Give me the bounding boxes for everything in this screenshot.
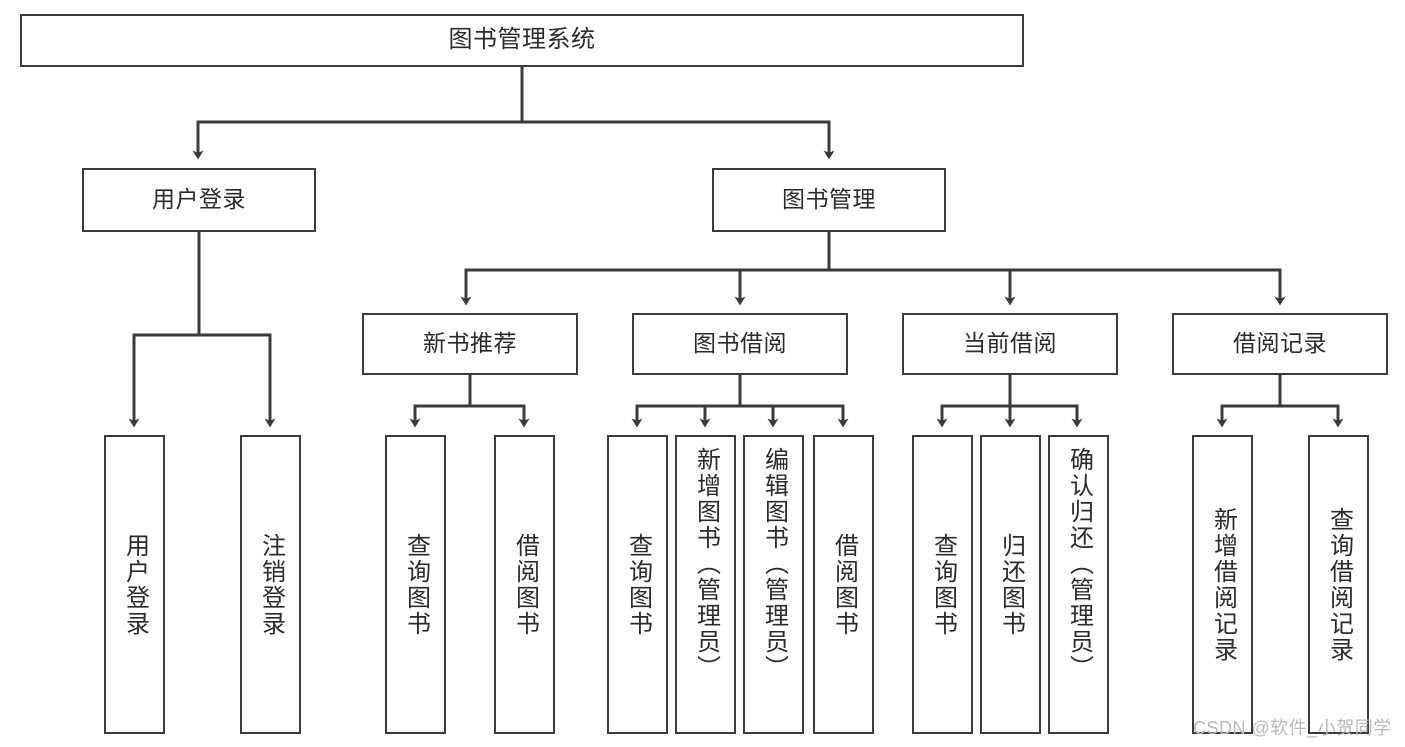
node-label: 用户登录 xyxy=(121,532,149,637)
leaf-current-return-book[interactable]: 归还图书 xyxy=(980,435,1041,734)
leaf-newbook-borrow-book[interactable]: 借阅图书 xyxy=(494,435,555,734)
node-root-system[interactable]: 图书管理系统 xyxy=(20,14,1024,67)
leaf-record-query-record[interactable]: 查询借阅记录 xyxy=(1308,435,1369,734)
leaf-borrow-edit-book-admin[interactable]: 编辑图书（管理员） xyxy=(743,435,804,734)
node-label: 借阅记录 xyxy=(1233,330,1327,357)
leaf-current-query-book[interactable]: 查询图书 xyxy=(912,435,973,734)
leaf-newbook-query-book[interactable]: 查询图书 xyxy=(385,435,446,734)
csdn-watermark: CSDN @软件_小贺同学 xyxy=(1193,718,1392,738)
leaf-borrow-query-book[interactable]: 查询图书 xyxy=(607,435,668,734)
node-label: 图书管理 xyxy=(782,186,876,213)
node-new-book-recommend[interactable]: 新书推荐 xyxy=(362,313,578,375)
node-label: 注销登录 xyxy=(257,532,285,637)
node-label: 编辑图书（管理员） xyxy=(760,447,788,681)
node-book-borrow[interactable]: 图书借阅 xyxy=(632,313,848,375)
node-borrow-record[interactable]: 借阅记录 xyxy=(1172,313,1388,375)
node-label: 图书管理系统 xyxy=(448,26,596,54)
node-label: 图书借阅 xyxy=(693,330,787,357)
leaf-user-logout[interactable]: 注销登录 xyxy=(240,435,301,734)
node-label: 查询借阅记录 xyxy=(1325,506,1353,663)
node-label: 确认归还（管理员） xyxy=(1065,447,1093,681)
node-label: 借阅图书 xyxy=(511,532,539,637)
node-label: 用户登录 xyxy=(152,186,246,213)
node-book-management[interactable]: 图书管理 xyxy=(712,168,946,232)
node-label: 新增图书（管理员） xyxy=(692,447,720,681)
node-label: 新增借阅记录 xyxy=(1209,506,1237,663)
node-label: 归还图书 xyxy=(997,532,1025,637)
leaf-user-login[interactable]: 用户登录 xyxy=(104,435,165,734)
leaf-borrow-borrow-book[interactable]: 借阅图书 xyxy=(813,435,874,734)
node-current-borrow[interactable]: 当前借阅 xyxy=(902,313,1118,375)
leaf-current-confirm-return-admin[interactable]: 确认归还（管理员） xyxy=(1048,435,1109,734)
node-label: 借阅图书 xyxy=(830,532,858,637)
node-label: 查询图书 xyxy=(624,532,652,637)
node-user-login[interactable]: 用户登录 xyxy=(82,168,316,232)
leaf-borrow-add-book-admin[interactable]: 新增图书（管理员） xyxy=(675,435,736,734)
node-label: 新书推荐 xyxy=(423,330,517,357)
leaf-record-add-record[interactable]: 新增借阅记录 xyxy=(1192,435,1253,734)
node-label: 查询图书 xyxy=(929,532,957,637)
node-label: 查询图书 xyxy=(402,532,430,637)
node-label: 当前借阅 xyxy=(963,330,1057,357)
